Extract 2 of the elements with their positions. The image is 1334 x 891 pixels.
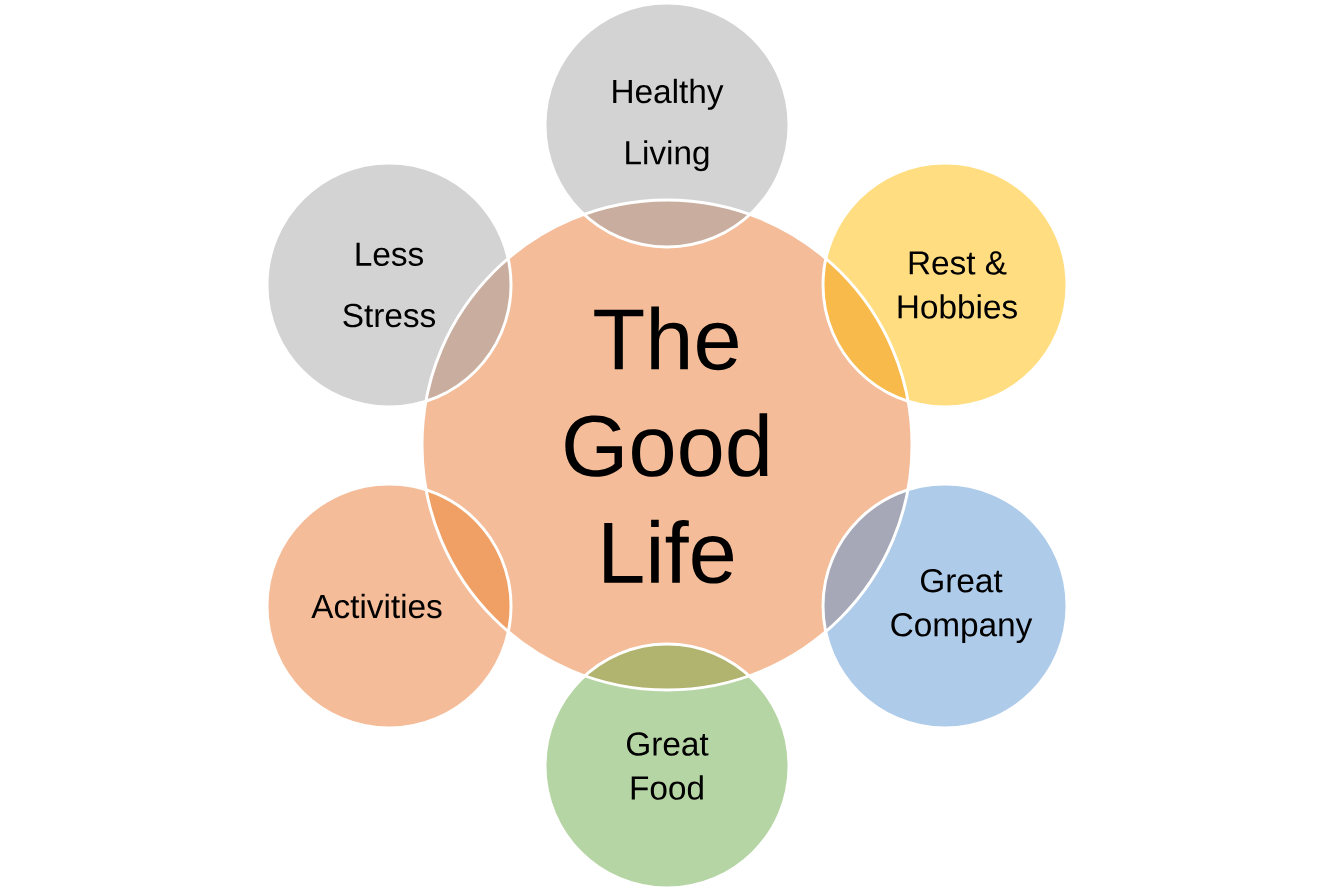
node-label: Great Food (627, 732, 709, 800)
node-label: Healthy Living (613, 78, 724, 172)
